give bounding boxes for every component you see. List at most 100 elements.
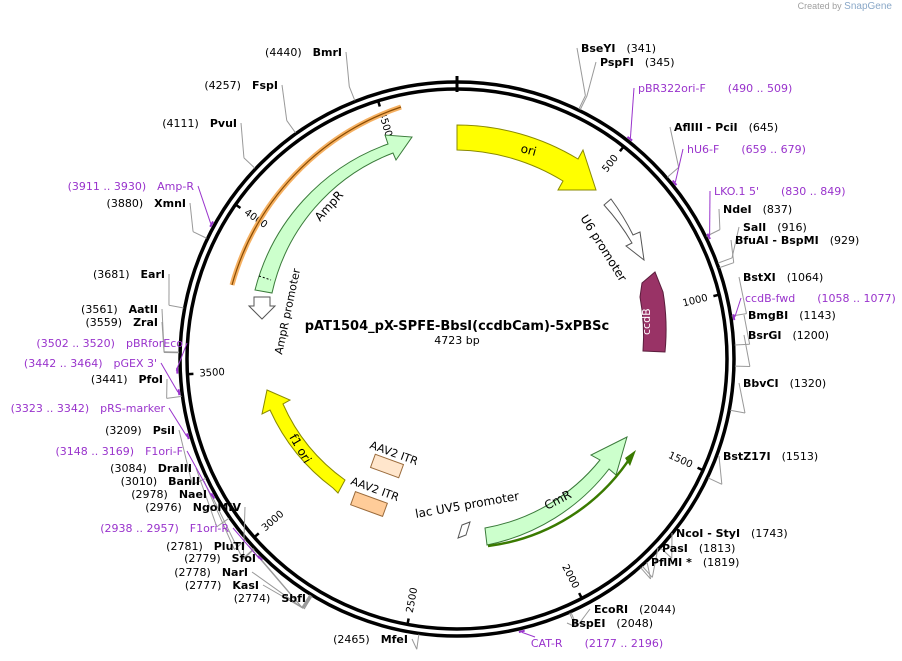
enzyme-name: NdeI <box>723 203 752 216</box>
enzyme-label: (2978) NaeI <box>131 488 207 501</box>
enzyme-leader <box>651 547 659 578</box>
enzyme-name: NgoMIV <box>193 501 242 514</box>
aav2-itr-box-1 <box>369 453 405 479</box>
primer-mark <box>177 389 181 396</box>
enzyme-tick <box>730 409 746 414</box>
primer-range: (2938 .. 2957) <box>100 522 179 535</box>
enzyme-tick <box>708 477 723 485</box>
primer-mark <box>210 492 216 500</box>
enzyme-tick <box>717 257 733 264</box>
scale-tick-label: 1000 <box>682 293 709 310</box>
enzyme-tick <box>302 595 312 609</box>
enzyme-name: NcoI - StyI <box>676 527 740 540</box>
primer-leader <box>734 297 742 318</box>
primer-range: (659 .. 679) <box>741 143 806 156</box>
enzyme-labels: (4440) BmrI(4257) FspI(4111) PvuI(3880) … <box>81 42 859 646</box>
enzyme-leader <box>646 561 652 580</box>
enzyme-tick <box>640 567 651 580</box>
enzyme-position: (3209) <box>105 424 142 437</box>
primer-name: pBRforEco <box>126 337 183 350</box>
enzyme-name: FspI <box>252 79 278 92</box>
enzyme-position: (2778) <box>174 566 211 579</box>
enzyme-label: PflMI * (1819) <box>651 556 739 569</box>
enzyme-position: (2781) <box>166 540 203 553</box>
cmr-underline-head <box>625 450 636 466</box>
enzyme-name: SfoI <box>232 552 256 565</box>
primer-name: ccdB-fwd <box>745 292 795 305</box>
enzyme-leader <box>259 557 303 609</box>
enzyme-name: SalI <box>743 221 766 234</box>
enzyme-label: (2976) NgoMIV <box>145 501 241 514</box>
primer-label: (3502 .. 3520) pBRforEco <box>36 337 183 350</box>
enzyme-label: SalI (916) <box>743 221 807 234</box>
enzyme-tick <box>301 594 311 608</box>
enzyme-position: (3880) <box>107 197 144 210</box>
enzyme-label: (2781) PluTI <box>166 540 245 553</box>
enzyme-position: (3681) <box>93 268 130 281</box>
scale-tick <box>578 592 584 600</box>
enzyme-label: BstZ17I (1513) <box>723 450 818 463</box>
enzyme-tick <box>734 343 750 346</box>
primer-range: (3911 .. 3930) <box>68 180 147 193</box>
enzyme-tick <box>641 565 653 578</box>
enzyme-position: (2465) <box>333 633 370 646</box>
aav2-itr-box-2 <box>349 490 389 518</box>
enzyme-name: SbfI <box>281 592 306 605</box>
primer-name: pBR322ori-F <box>638 82 706 95</box>
primer-labels: pBR322ori-F (490 .. 509)hU6-F (659 .. 67… <box>11 82 896 650</box>
enzyme-tick <box>667 167 680 178</box>
enzyme-label: (4257) FspI <box>204 79 278 92</box>
enzyme-position: (645) <box>749 121 779 134</box>
enzyme-leader <box>251 571 304 609</box>
enzyme-label: NdeI (837) <box>723 203 792 216</box>
enzyme-leader <box>576 608 591 627</box>
enzyme-position: (1813) <box>699 542 736 555</box>
enzyme-leader <box>586 61 597 97</box>
ccdb-label: ccdB <box>640 308 653 335</box>
enzyme-leader <box>203 480 235 550</box>
enzyme-tick <box>286 120 296 134</box>
enzyme-label: EcoRI (2044) <box>594 603 676 616</box>
enzyme-tick <box>166 395 182 399</box>
scale-tick-label: 3000 <box>260 509 286 534</box>
enzyme-leader <box>576 47 586 96</box>
enzyme-tick <box>416 634 420 650</box>
cmr-underline <box>487 454 634 548</box>
enzyme-leader <box>161 321 165 353</box>
f1-ori-arrow <box>261 389 346 494</box>
enzyme-position: (916) <box>777 221 807 234</box>
enzyme-position: (2777) <box>185 579 222 592</box>
enzyme-name: BstZ17I <box>723 450 771 463</box>
enzyme-leader <box>240 122 245 158</box>
enzyme-name: PvuI <box>210 117 237 130</box>
enzyme-label: BfuAI - BspMI (929) <box>735 234 859 247</box>
primer-name: pRS-marker <box>100 402 165 415</box>
scale-tick-label: 1500 <box>666 450 694 471</box>
enzyme-tick <box>579 96 588 110</box>
label-leaders <box>161 47 751 650</box>
enzyme-leader <box>210 493 244 560</box>
enzyme-name: BspEI <box>571 617 605 630</box>
scale-tick-label: 3500 <box>199 367 225 379</box>
enzyme-label: (2465) MfeI <box>333 633 408 646</box>
enzyme-tick <box>578 95 586 110</box>
primer-label: LKO.1 5' (830 .. 849) <box>714 185 846 198</box>
enzyme-name: AatII <box>129 303 158 316</box>
enzyme-tick <box>660 547 673 559</box>
primer-range: (830 .. 849) <box>781 185 846 198</box>
primer-mark <box>209 221 214 228</box>
primer-mark <box>706 233 711 240</box>
enzyme-name: BfuAI - BspMI <box>735 234 819 247</box>
enzyme-position: (929) <box>830 234 860 247</box>
primer-leader <box>521 631 536 638</box>
enzyme-position: (1320) <box>790 377 827 390</box>
primer-leader <box>186 450 213 497</box>
enzyme-position: (2048) <box>616 617 653 630</box>
enzyme-label: (3880) XmnI <box>107 197 186 210</box>
enzyme-label: (3559) ZraI <box>86 316 159 329</box>
credit: Created by SnapGene <box>798 1 892 12</box>
enzyme-name: XmnI <box>154 197 186 210</box>
primer-name: Amp-R <box>157 180 194 193</box>
primer-range: (490 .. 509) <box>728 82 793 95</box>
enzyme-label: PspFI (345) <box>600 56 675 69</box>
